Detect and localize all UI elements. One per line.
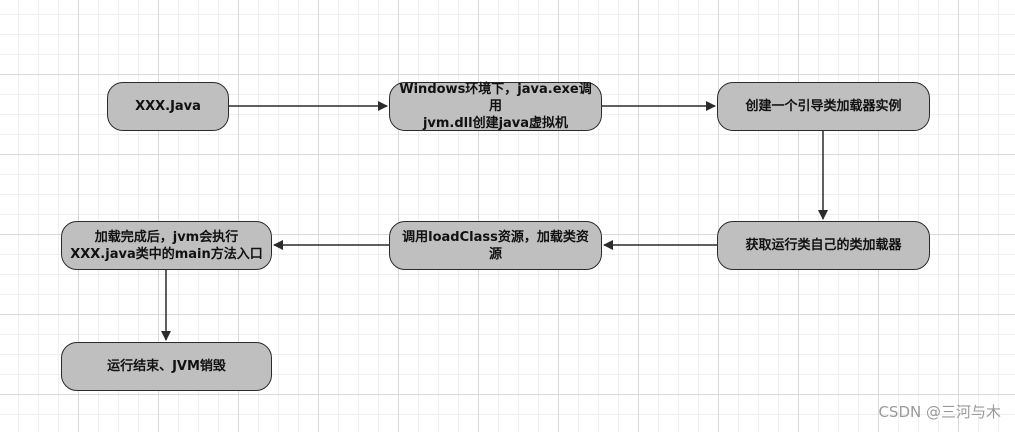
node-get-class-loader[interactable]: 获取运行类自己的类加载器: [717, 221, 930, 270]
node-run-end-jvm-destroy[interactable]: 运行结束、JVM销毁: [61, 342, 272, 391]
node-load-class-resources[interactable]: 调用loadClass资源，加载类资源: [389, 221, 602, 270]
node-label: 运行结束、JVM销毁: [107, 359, 226, 374]
node-java-exe-create-jvm[interactable]: Windows环境下，java.exe调用 jvm.dll创建java虚拟机: [389, 82, 602, 131]
node-label: 获取运行类自己的类加载器: [745, 238, 902, 253]
node-execute-main-entry[interactable]: 加载完成后，jvm会执行 XXX.java类中的main方法入口: [61, 221, 272, 270]
node-xxx-java[interactable]: XXX.Java: [107, 82, 229, 131]
watermark: CSDN @三河与木: [878, 403, 1001, 421]
node-label: 创建一个引导类加载器实例: [745, 99, 902, 114]
node-label: 加载完成后，jvm会执行 XXX.java类中的main方法入口: [70, 229, 263, 262]
node-create-bootstrap-loader[interactable]: 创建一个引导类加载器实例: [717, 82, 930, 131]
node-label: XXX.Java: [135, 99, 201, 114]
node-label: 调用loadClass资源，加载类资源: [402, 229, 589, 262]
node-label: Windows环境下，java.exe调用 jvm.dll创建java虚拟机: [399, 82, 592, 131]
